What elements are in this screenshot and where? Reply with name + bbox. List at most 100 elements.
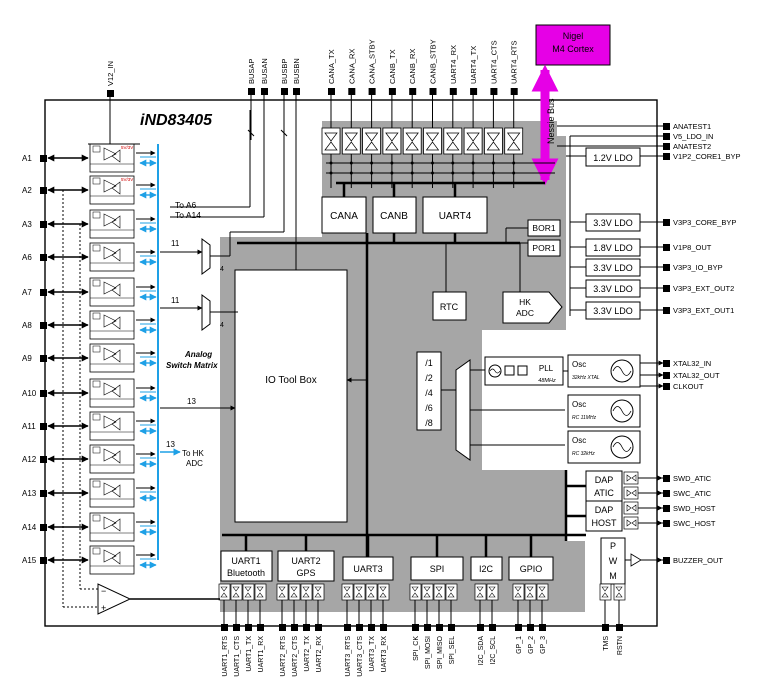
pin-label-canb_tx: CANB_TX	[388, 49, 397, 84]
pin-uart3_rx	[380, 624, 387, 631]
oscillator-sub-1: 32kHz XTAL	[572, 375, 600, 381]
mux2-sel: 4	[220, 322, 224, 329]
pll-freq: 48MHz	[538, 378, 556, 384]
pin-label-a3: A3	[22, 220, 32, 229]
io-toolbox	[234, 269, 348, 523]
ldo-label-2: 1.8V LDO	[593, 243, 633, 253]
por1-label: POR1	[532, 243, 555, 253]
pin-cana_rx	[348, 88, 356, 95]
external-cpu-type: M4 Cortex	[552, 44, 594, 54]
pin-label-uart1_tx: UART1_TX	[246, 636, 253, 672]
pin-busap	[248, 88, 255, 95]
amplifier-icon	[111, 248, 121, 262]
uart2-label: UART2	[291, 556, 320, 566]
pin-canb_stby	[429, 88, 437, 95]
amplifier-icon	[111, 518, 121, 532]
gain-label: 5V/3V	[121, 145, 133, 150]
hk-adc-label1: HK	[519, 297, 531, 307]
pin-label-spi_sel: SPI_SEL	[449, 636, 456, 665]
analog-cell	[89, 545, 135, 575]
pin-label-xtal32_out: XTAL32_OUT	[673, 371, 720, 380]
pin-spi_ck	[412, 624, 419, 631]
pin-v5_ldo_in	[663, 133, 670, 140]
oscillator-label-2: Osc	[572, 400, 586, 409]
analog-cell	[89, 209, 135, 239]
mux1-sel: 4	[220, 266, 224, 273]
io-receiver-icon	[425, 141, 440, 151]
switch-matrix-title: Analog	[184, 350, 212, 359]
amplifier-icon	[103, 314, 117, 328]
pin-label-swc_atic: SWC_ATIC	[673, 489, 712, 498]
amplifier-icon	[103, 482, 117, 496]
divider-4: /6	[425, 403, 433, 413]
pin-label-v5_ldo_in: V5_LDO_IN	[673, 132, 713, 141]
pin-a10	[40, 390, 47, 397]
pin-label-anatest1: ANATEST1	[673, 122, 711, 131]
pin-label-uart1_rts: UART1_RTS	[222, 636, 229, 677]
bottom-io-cell	[276, 583, 289, 601]
amplifier-icon	[111, 283, 121, 297]
io-buffer-icon	[220, 586, 228, 598]
pin-spi_sel	[448, 624, 455, 631]
pin-canb_rx	[409, 88, 417, 95]
analog-cell	[89, 310, 135, 340]
pin-label-v3p3_ext_out2: V3P3_EXT_OUT2	[673, 284, 734, 293]
pin-tms	[602, 624, 609, 631]
amplifier-icon	[103, 415, 117, 429]
pwm-label-m: M	[609, 571, 617, 581]
analog-cell	[89, 143, 135, 173]
output-amplifier	[97, 583, 132, 615]
io-driver-icon	[344, 132, 358, 142]
pin-uart4_cts	[490, 88, 498, 95]
pin-a6	[40, 254, 47, 261]
io-driver-icon	[405, 132, 419, 142]
io-driver-icon	[446, 132, 460, 142]
io-driver-icon	[507, 132, 521, 142]
pwm-label-p: P	[610, 541, 616, 551]
pin-canb_tx	[388, 88, 396, 95]
pin-label-busan: BUSAN	[260, 58, 269, 84]
io-receiver-icon	[364, 141, 379, 151]
pin-label-tms: TMS	[603, 636, 610, 651]
gain-label: 5V/3V	[121, 177, 133, 182]
pin-a3	[40, 221, 47, 228]
bottom-io-cell	[486, 583, 499, 601]
pin-label-swd_host: SWD_HOST	[673, 504, 716, 513]
pin-label-uart2_rts: UART2_RTS	[280, 636, 287, 677]
pin-label-uart3_tx: UART3_TX	[369, 636, 376, 672]
chip-name: iND83405	[140, 112, 213, 129]
amplifier-icon	[111, 450, 121, 464]
ldo-label-3: 3.3V LDO	[593, 263, 633, 273]
analog-cell	[89, 242, 135, 272]
svg-text:V12_IN: V12_IN	[106, 61, 115, 86]
pin-uart3_tx	[368, 624, 375, 631]
pin-label-gp_1: GP_1	[516, 636, 523, 654]
pin-xtal32_out	[663, 372, 670, 379]
i2c-label: I2C	[479, 564, 494, 574]
pin-gp_2	[527, 624, 534, 631]
divider-1: /1	[425, 358, 433, 368]
io-buffer-icon	[538, 586, 546, 598]
pin-label-gp_2: GP_2	[528, 636, 535, 654]
pin-label-uart2_tx: UART2_TX	[304, 636, 311, 672]
io-receiver-icon	[507, 141, 521, 151]
io-driver-icon	[385, 132, 399, 142]
amplifier-icon	[103, 516, 117, 530]
amplifier-icon	[103, 448, 117, 462]
pin-label-v1p2_core1_byp: V1P2_CORE1_BYP	[673, 152, 741, 161]
por1-block	[527, 239, 561, 257]
amplifier-icon	[111, 417, 121, 431]
pwm-block	[600, 537, 626, 585]
pin-label-a10: A10	[22, 389, 37, 398]
pin-gp_3	[539, 624, 546, 631]
ldo-label-4: 3.3V LDO	[593, 284, 633, 294]
bottom-io-cell	[421, 583, 434, 601]
uart1-sublabel: Bluetooth	[227, 568, 265, 578]
amplifier-icon	[111, 349, 121, 363]
bottom-io-cell	[288, 583, 301, 601]
pin-uart4_rts	[510, 88, 518, 95]
io-buffer-icon	[379, 586, 387, 598]
amplifier-icon	[103, 281, 117, 295]
analog-cell	[89, 277, 135, 307]
